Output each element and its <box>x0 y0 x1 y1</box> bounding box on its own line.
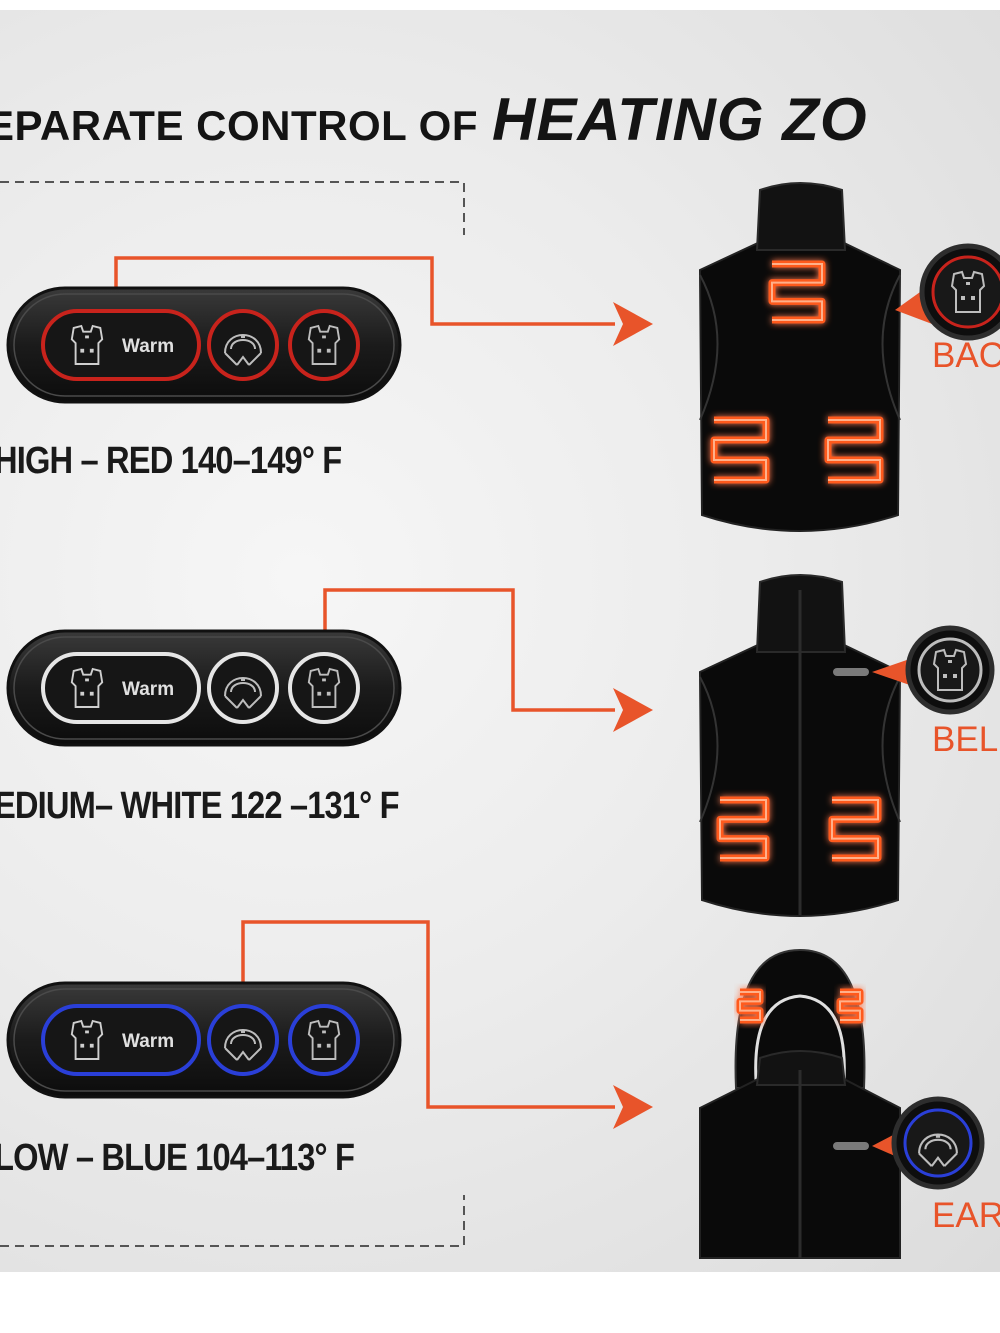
warm-button: Warm <box>41 1004 201 1076</box>
zoom-callout <box>872 1096 985 1190</box>
vest-icon <box>307 1019 341 1060</box>
vest-icon <box>70 1019 104 1060</box>
dashed-bracket-bottom <box>0 1195 465 1247</box>
hood-icon <box>918 1133 958 1167</box>
heating-pad-icon <box>710 416 770 484</box>
hood-zone-button <box>207 652 279 724</box>
vest-icon <box>70 667 104 708</box>
heating-controller: Warm <box>6 981 402 1099</box>
heating-pad-icon <box>824 416 884 484</box>
zone-label-ear: EAR <box>932 1196 1000 1235</box>
dashed-bracket-top <box>0 181 465 235</box>
zoom-callout <box>872 625 995 715</box>
zoom-callout <box>895 243 1000 341</box>
vest-front-view <box>698 574 902 917</box>
page-title: EPARATE CONTROL OF HEATING ZO <box>0 85 868 154</box>
warm-button: Warm <box>41 309 201 381</box>
vest-icon <box>950 270 986 313</box>
hood-icon <box>224 1029 262 1061</box>
hood-zone-button <box>207 1004 279 1076</box>
vest-power-button <box>833 1142 869 1150</box>
warm-button: Warm <box>41 652 201 724</box>
vest-hooded-view <box>699 948 901 1259</box>
arrow-right-icon <box>613 688 653 732</box>
vest-zone-button <box>288 1004 360 1076</box>
connector-line <box>323 588 615 712</box>
heating-pad-icon <box>768 260 826 324</box>
arrow-right-icon <box>613 302 653 346</box>
vest-icon <box>70 324 104 365</box>
vest-icon <box>307 324 341 365</box>
heating-pad-icon <box>836 988 864 1024</box>
warm-button-label: Warm <box>122 336 174 357</box>
heating-pad-icon <box>716 796 770 862</box>
vest-back-view <box>698 182 902 532</box>
vest-icon <box>307 667 341 708</box>
zone-label-back: BAC <box>932 336 1000 375</box>
vest-collar <box>755 1050 847 1086</box>
level-label-high: HIGH – RED 140–149° F <box>0 440 342 482</box>
vest-power-button <box>833 668 869 676</box>
vest-icon <box>932 648 968 691</box>
vest-zone-button <box>288 309 360 381</box>
level-label-medium: EDIUM– WHITE 122 –131° F <box>0 785 400 827</box>
heating-pad-icon <box>828 796 882 862</box>
hood-rim <box>754 994 846 1081</box>
title-emphasis: HEATING ZO <box>492 86 868 153</box>
connector-line <box>114 256 615 326</box>
hood-icon <box>224 334 262 366</box>
heating-controller: Warm <box>6 629 402 747</box>
arrow-right-icon <box>613 1085 653 1129</box>
warm-button-label: Warm <box>122 1031 174 1052</box>
heating-controller: Warm <box>6 286 402 404</box>
level-label-low: LOW – BLUE 104–113° F <box>0 1137 355 1179</box>
vest-collar <box>755 182 847 251</box>
warm-button-label: Warm <box>122 679 174 700</box>
vest-zone-button <box>288 652 360 724</box>
title-prefix: EPARATE CONTROL OF <box>0 102 478 149</box>
hood-zone-button <box>207 309 279 381</box>
hood-icon <box>224 677 262 709</box>
connector-line <box>241 920 615 1109</box>
heating-pad-icon <box>736 988 764 1024</box>
zone-label-belly: BEL <box>932 720 999 759</box>
